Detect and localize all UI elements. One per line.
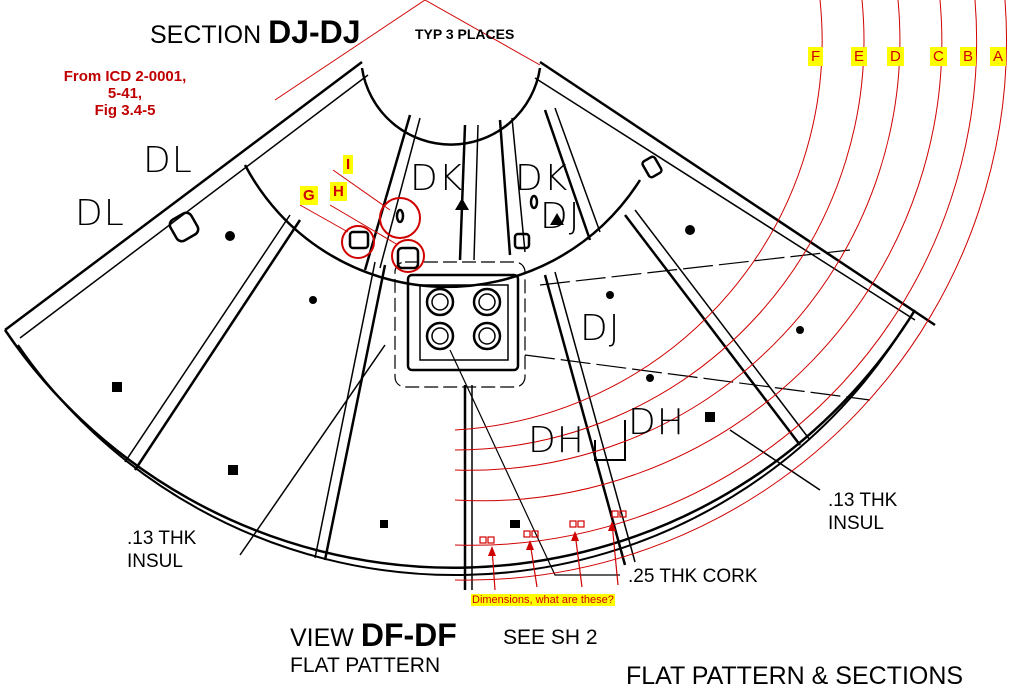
insul-callout-left: .13 THK INSUL [127,527,196,573]
section-mark-dk: DK [410,158,464,199]
section-mark-dl: DL [143,140,193,181]
sheet-title: FLAT PATTERN & SECTIONS [626,662,964,690]
source-line: From ICD 2-0001, [63,68,187,85]
section-id: DJ-DJ [268,14,361,50]
ring-label-c: C [930,47,947,66]
typ-note: TYP 3 PLACES [415,26,515,42]
callout-line: .13 THK [828,490,898,511]
section-prefix: SECTION [150,21,262,49]
section-mark-dk: DK [515,158,569,199]
left-edge [4,61,363,331]
hub-arc [360,67,542,146]
tag-g: G [300,186,318,205]
circle-g [341,225,375,259]
circle-i [379,197,421,239]
ring-label-a: A [990,47,1007,66]
section-mark-dh: DH [628,402,685,443]
ring-label-e: E [851,47,868,66]
right-edge [539,60,936,327]
ring-arcs [454,0,1007,581]
see-sheet-note: SEE SH 2 [503,626,598,649]
section-mark-dj: DJ [540,196,581,237]
section-title: SECTION DJ-DJ [150,14,361,51]
ring-label-d: D [887,47,904,66]
callout-line: INSUL [127,551,183,572]
insul-callout-right: .13 THK INSUL [828,489,897,535]
ring-label-f: F [808,47,824,66]
ring-label-b: B [960,47,977,66]
view-title: VIEW DF-DF [290,617,457,654]
fastener-marks [112,198,804,528]
callout-line: INSUL [828,513,884,534]
view-subtitle: FLAT PATTERN [290,654,441,677]
question-note: Dimensions, what are these? [471,594,615,606]
callout-line: .13 THK [127,528,197,549]
tag-i: I [343,155,354,174]
fan-outline [3,60,936,590]
section-mark-dh: DH [528,420,585,461]
view-prefix: VIEW [290,624,354,652]
section-mark-dl: DL [75,193,125,234]
center-box [406,273,520,372]
middle-arc [243,164,642,289]
outer-arc-inner [17,324,906,577]
tag-h: H [330,182,347,201]
source-note: From ICD 2-0001, 5-41, Fig 3.4-5 [50,68,200,119]
rib [133,219,302,471]
source-line: 5-41, [107,85,143,102]
source-line: Fig 3.4-5 [94,102,156,119]
section-mark-dj: DJ [580,308,621,349]
cork-callout: .25 THK CORK [628,566,758,587]
view-id: DF-DF [360,617,457,653]
circle-h [391,239,425,273]
